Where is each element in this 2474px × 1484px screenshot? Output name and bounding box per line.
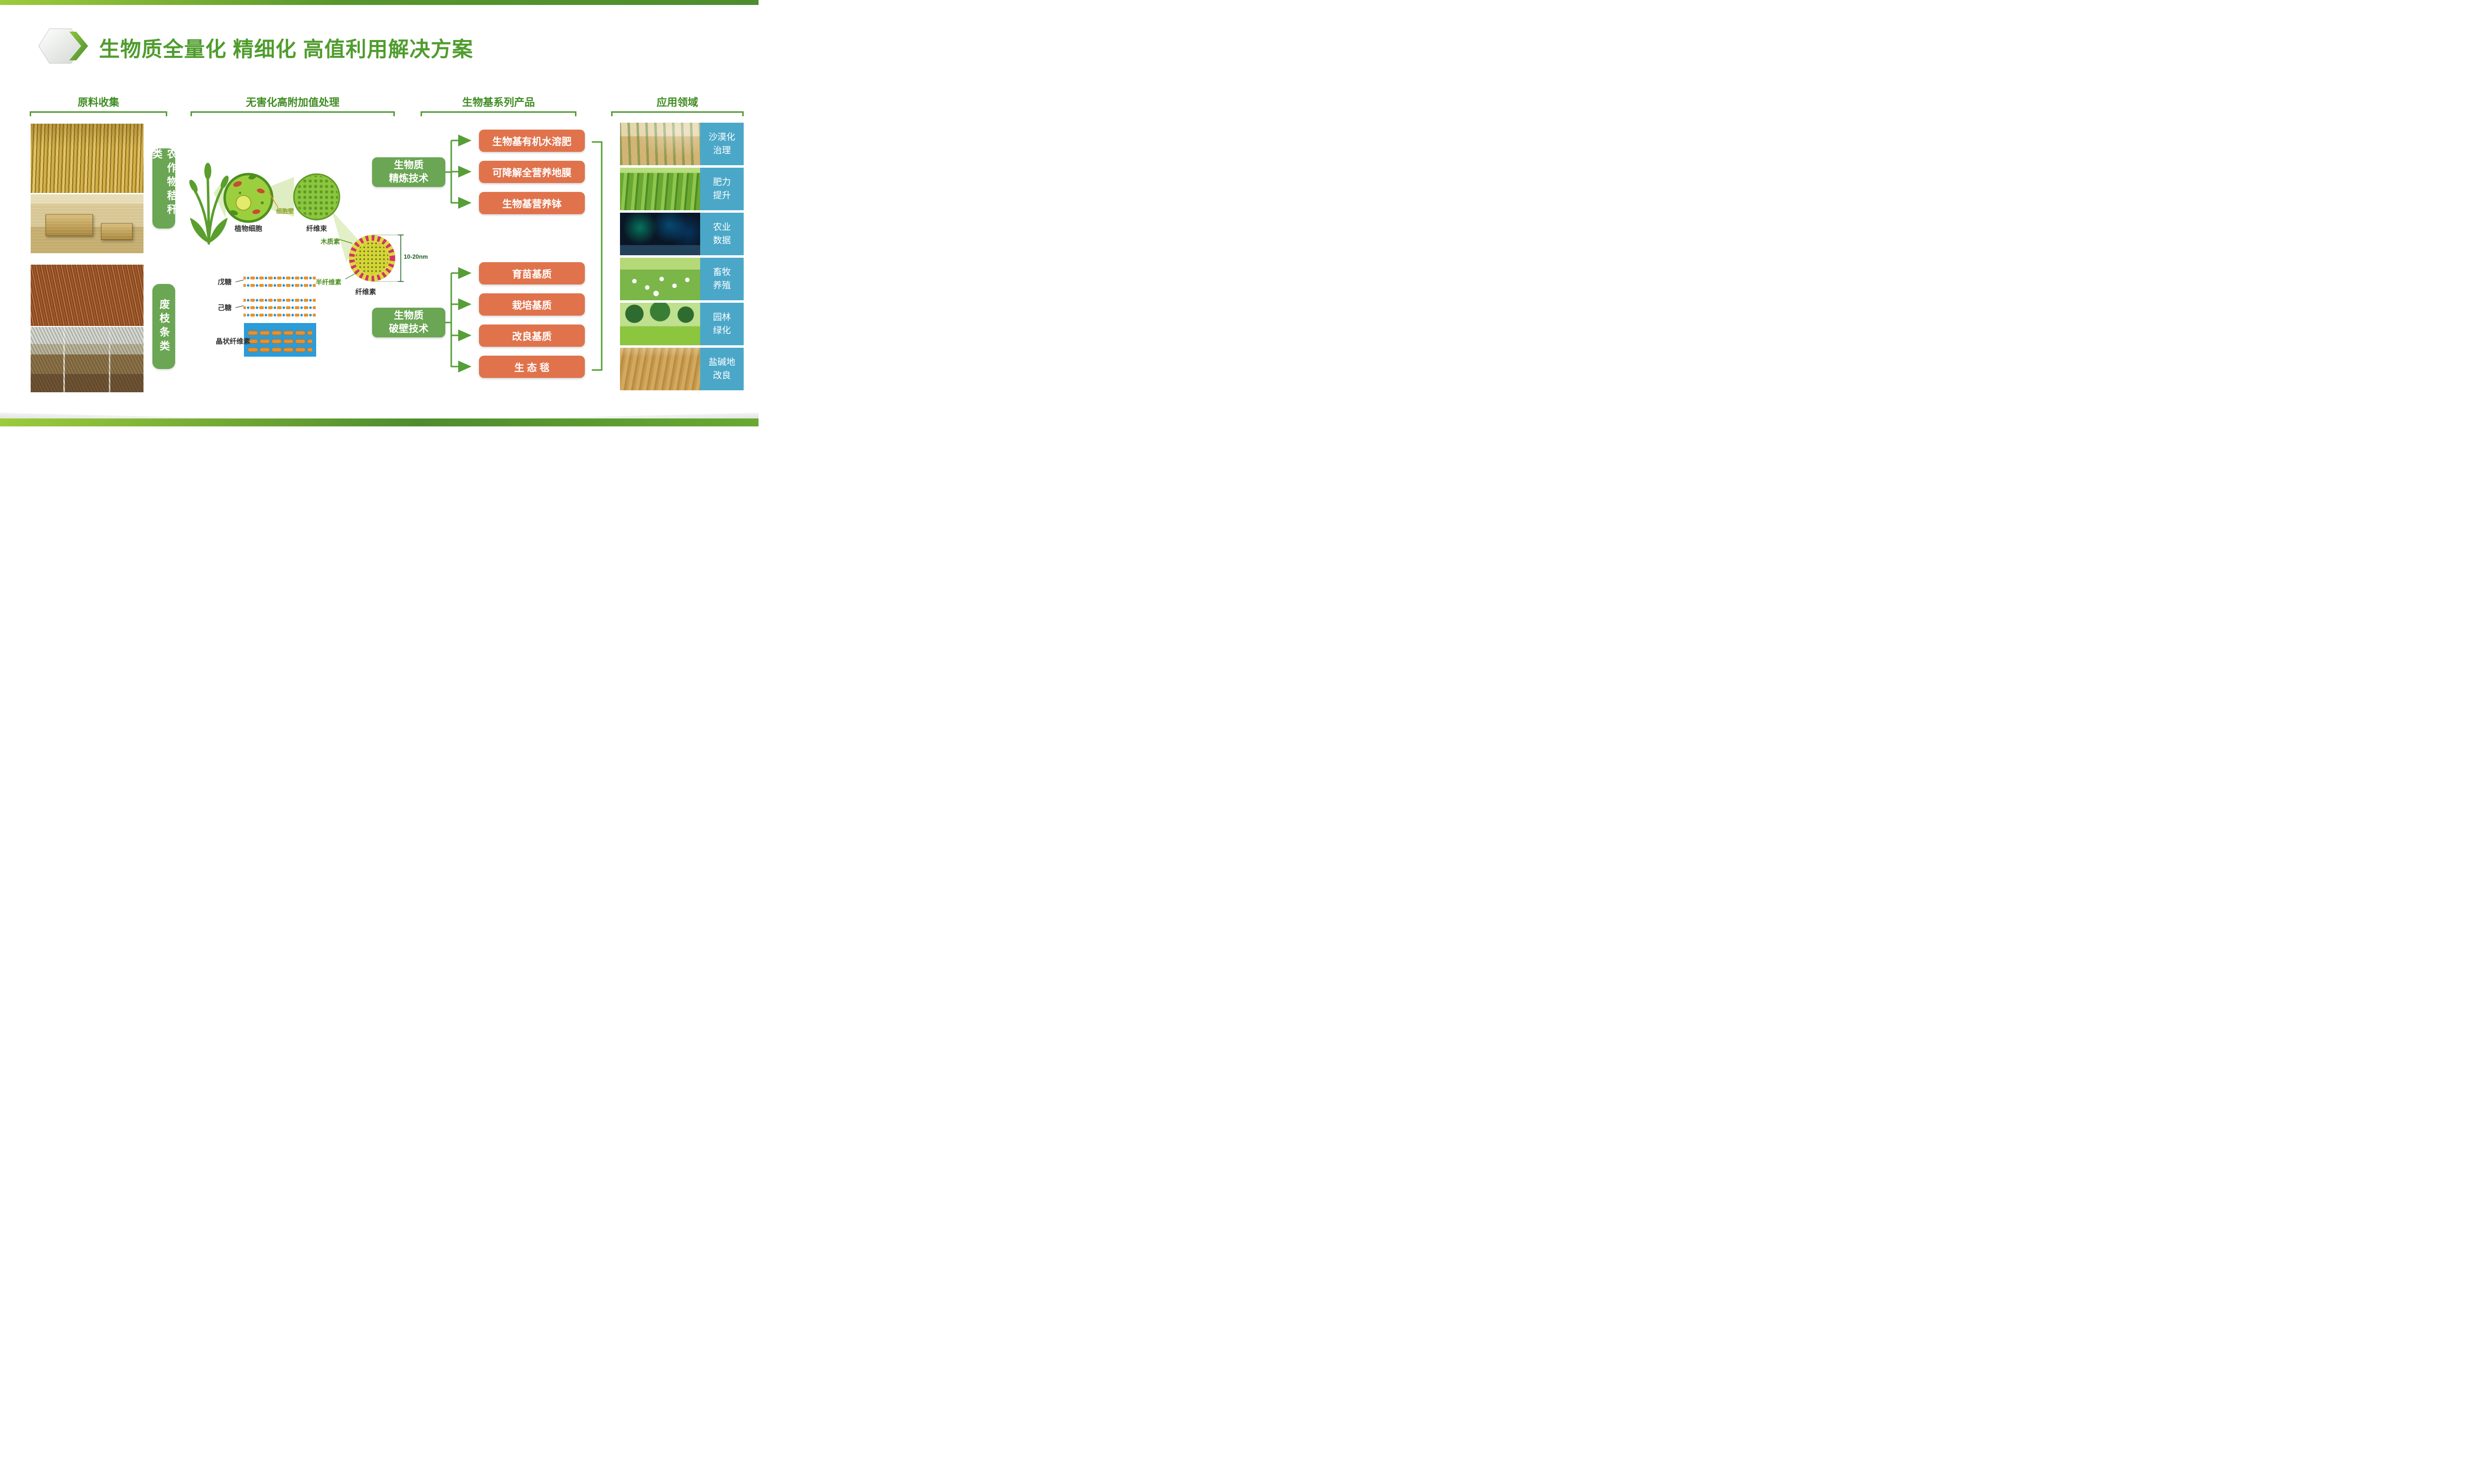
straw-bales-photo	[31, 194, 143, 253]
label-pentose: 戊糖	[218, 278, 232, 286]
section-header-products: 生物基系列产品	[462, 97, 535, 108]
section-bracket-processing	[190, 111, 395, 116]
label-plant-cell: 植物细胞	[235, 225, 262, 232]
technique-line1: 生物质	[394, 160, 424, 171]
application-label-line: 数据	[713, 235, 731, 245]
technique-line1: 生物质	[394, 310, 424, 321]
application-label: 园林 绿化	[700, 303, 744, 345]
straw-bale-shape	[101, 223, 133, 240]
section-header-raw-materials: 原料收集	[78, 97, 119, 108]
agriculture-data-photo	[620, 213, 700, 255]
technique-line2: 破壁技术	[389, 324, 428, 334]
dimension-line	[372, 234, 404, 282]
fiber-cross-section-icon	[339, 235, 395, 281]
label-fiber-bundle: 纤维束	[306, 225, 327, 232]
application-label: 盐碱地 改良	[700, 348, 744, 390]
section-bracket-raw-materials	[30, 111, 167, 116]
application-label-line: 改良	[713, 371, 731, 380]
application-label-line: 肥力	[713, 177, 731, 187]
application-row-agriculture-data: 农业 数据	[620, 213, 744, 255]
product-nutrition-pot: 生物基营养钵	[479, 192, 585, 214]
application-label-line: 沙漠化	[709, 132, 735, 142]
category-label-text: 废枝条类	[158, 299, 170, 354]
label-cell-wall: 细胞壁	[276, 208, 294, 215]
application-label-line: 农业	[713, 222, 731, 232]
pruned-branches-photo	[31, 265, 143, 326]
section-bracket-products	[421, 111, 576, 116]
label-lignin: 木质素	[321, 238, 340, 245]
hexagon-chevron-logo	[38, 27, 95, 65]
technique-line2: 精炼技术	[389, 173, 428, 184]
product-water-soluble-fertilizer: 生物基有机水溶肥	[479, 130, 585, 152]
park-greening-photo	[620, 303, 700, 345]
application-row-fertility: 肥力 提升	[620, 168, 744, 210]
hexagon-chevron-icon	[38, 28, 88, 64]
application-label: 肥力 提升	[700, 168, 744, 210]
product-seedling-substrate: 育苗基质	[479, 262, 585, 284]
bottom-accent-strip	[0, 418, 759, 426]
sheep-grazing-photo	[620, 258, 700, 300]
application-label-line: 畜牧	[713, 267, 731, 277]
plant-icon	[189, 163, 229, 245]
section-bracket-applications	[611, 111, 744, 116]
category-label-crop-straw: 农作物秸秆类	[151, 148, 177, 229]
application-label: 沙漠化 治理	[700, 123, 744, 165]
application-row-saline-soil: 盐碱地 改良	[620, 348, 744, 390]
label-hemicellulose: 半纤维素	[316, 278, 342, 286]
label-fiber-diameter: 10-20nm	[404, 253, 428, 260]
application-label-line: 治理	[713, 145, 731, 155]
product-ecological-blanket: 生 态 毯	[479, 356, 585, 378]
fiber-bundle-icon	[293, 173, 340, 221]
slide-canvas: 生物质全量化 精细化 高值利用解决方案 原料收集 无害化高附加值处理 生物基系列…	[0, 0, 759, 426]
plant-cell-icon	[223, 173, 279, 223]
product-cultivation-substrate: 栽培基质	[479, 293, 585, 316]
technique-box-wall-breaking: 生物质 破壁技术	[372, 308, 445, 337]
section-header-applications: 应用领域	[657, 97, 698, 108]
category-label-waste-branches: 废枝条类	[152, 284, 175, 369]
label-hexose: 己糖	[218, 304, 232, 312]
section-header-processing: 无害化高附加值处理	[246, 97, 339, 108]
top-accent-strip	[0, 0, 759, 5]
processing-diagram: 植物细胞 细胞壁 纤维束 木质素 半纤维素 纤维素 10-20nm 戊糖 己糖 …	[188, 119, 445, 396]
straw-bale-shape	[46, 214, 93, 236]
corn-stalks-photo	[31, 124, 143, 193]
vine-branches-photo	[31, 327, 143, 392]
application-label-line: 园林	[713, 312, 731, 322]
technique-box-refining: 生物质 精炼技术	[372, 157, 445, 187]
application-label-line: 绿化	[713, 325, 731, 335]
page-title: 生物质全量化 精细化 高值利用解决方案	[99, 38, 474, 61]
saline-soil-photo	[620, 348, 700, 390]
processing-diagram-graphics	[189, 163, 404, 357]
crystalline-cellulose-diagram	[244, 323, 316, 357]
application-label: 畜牧 养殖	[700, 258, 744, 300]
category-label-text: 农作物秸秆类	[151, 148, 177, 218]
application-row-landscaping: 园林 绿化	[620, 303, 744, 345]
vegetable-field-photo	[620, 168, 700, 210]
label-cellulose: 纤维素	[355, 288, 376, 296]
application-row-livestock: 畜牧 养殖	[620, 258, 744, 300]
sugar-chain-diagram	[235, 274, 316, 318]
application-label-line: 养殖	[713, 280, 731, 290]
application-label: 农业 数据	[700, 213, 744, 255]
application-label-line: 提升	[713, 190, 731, 200]
application-row-desert-control: 沙漠化 治理	[620, 123, 744, 165]
product-improvement-substrate: 改良基质	[479, 325, 585, 347]
application-label-line: 盐碱地	[709, 357, 735, 367]
desert-control-photo	[620, 123, 700, 165]
product-degradable-mulch-film: 可降解全营养地膜	[479, 161, 585, 183]
label-crystalline-cellulose: 晶状纤维素	[216, 337, 250, 345]
